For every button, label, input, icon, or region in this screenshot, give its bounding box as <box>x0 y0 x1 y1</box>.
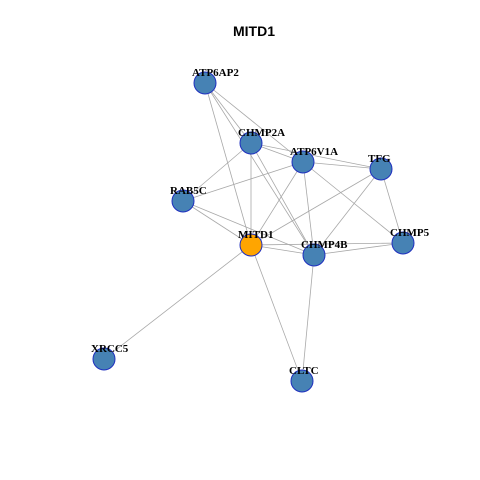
node-label-tfg: TFG <box>368 153 391 165</box>
node-label-atp6v1a: ATP6V1A <box>290 146 338 158</box>
edge-chmp2a-chmp4b <box>250 142 315 256</box>
nodes-layer <box>92 71 415 393</box>
edge-atp6ap2-chmp4b <box>204 82 315 256</box>
graph-title: MITD1 <box>233 23 275 39</box>
edge-tfg-mitd1 <box>250 168 382 246</box>
node-label-chmp2a: CHMP2A <box>238 127 285 139</box>
edge-mitd1-cltc <box>250 244 303 382</box>
node-chmp2a[interactable] <box>239 131 263 155</box>
node-chmp4b[interactable] <box>302 243 326 267</box>
node-cltc[interactable] <box>290 369 314 393</box>
edge-atp6v1a-tfg <box>302 161 382 170</box>
edge-atp6v1a-rab5c <box>182 161 304 202</box>
node-label-rab5c: RAB5C <box>170 185 207 197</box>
edge-rab5c-chmp4b <box>182 200 315 256</box>
edge-tfg-chmp5 <box>380 168 404 244</box>
edge-atp6v1a-mitd1 <box>250 161 304 246</box>
edge-atp6v1a-chmp5 <box>302 161 404 244</box>
node-label-cltc: CLTC <box>289 365 319 377</box>
node-label-chmp4b: CHMP4B <box>301 239 348 251</box>
edge-atp6ap2-atp6v1a <box>204 82 304 163</box>
edge-atp6ap2-chmp2a <box>204 82 252 144</box>
edge-chmp2a-rab5c <box>182 142 252 202</box>
edge-atp6v1a-chmp4b <box>302 161 315 256</box>
node-mitd1[interactable] <box>239 233 263 257</box>
node-atp6v1a[interactable] <box>291 150 315 174</box>
edge-chmp4b-chmp5 <box>313 242 404 256</box>
node-label-atp6ap2: ATP6AP2 <box>192 67 239 79</box>
edge-atp6ap2-mitd1 <box>204 82 252 246</box>
edge-tfg-chmp4b <box>313 168 382 256</box>
edge-mitd1-xrcc5 <box>103 244 252 360</box>
edge-chmp2a-tfg <box>250 142 382 170</box>
node-xrcc5[interactable] <box>92 347 116 371</box>
edge-mitd1-chmp5 <box>250 242 404 246</box>
edge-chmp4b-cltc <box>301 254 315 382</box>
node-label-xrcc5: XRCC5 <box>91 343 129 355</box>
node-atp6ap2[interactable] <box>193 71 217 95</box>
edges-layer <box>103 82 404 382</box>
node-tfg[interactable] <box>369 157 393 181</box>
node-rab5c[interactable] <box>171 189 195 213</box>
node-label-mitd1: MITD1 <box>238 229 273 241</box>
node-chmp5[interactable] <box>391 231 415 255</box>
edge-rab5c-mitd1 <box>182 200 252 246</box>
node-label-chmp5: CHMP5 <box>390 227 430 239</box>
